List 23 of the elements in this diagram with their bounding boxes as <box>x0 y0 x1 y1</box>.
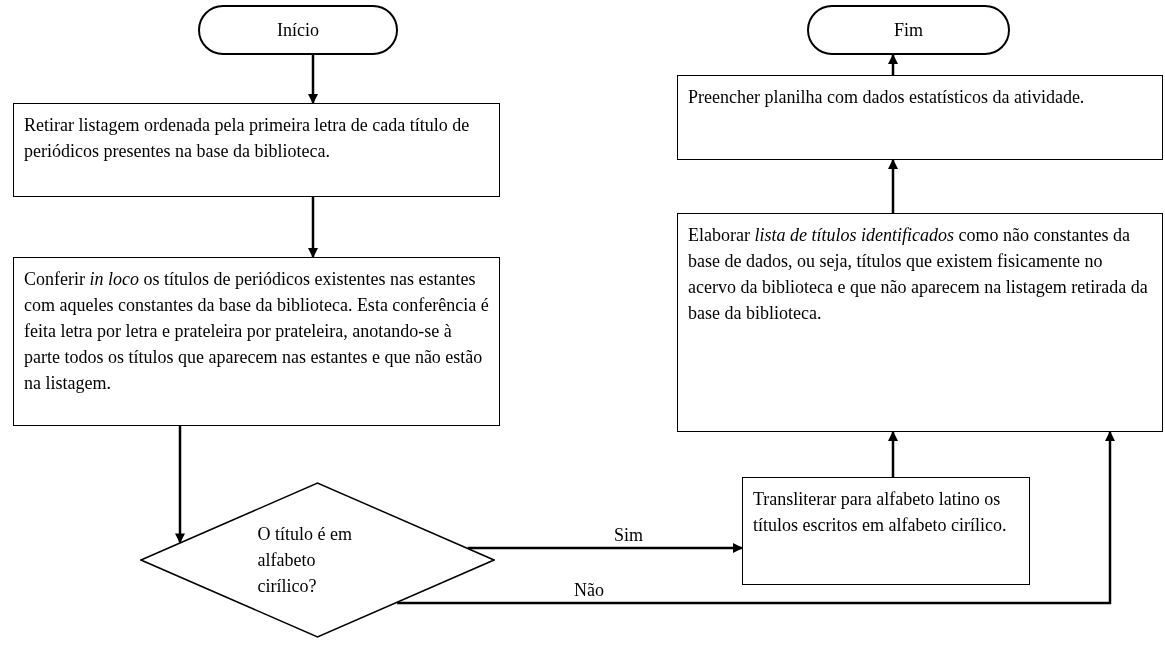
process-box <box>677 75 1163 160</box>
start-terminal <box>198 5 398 55</box>
end-terminal <box>807 5 1010 55</box>
arrow <box>888 431 898 477</box>
arrow <box>308 55 318 104</box>
step-text: Elaborar lista de títulos identificados como não constantes da base de dados, ou seja, títulos que existem fisicamente no acervo da biblioteca e que não aparecem na listagem retirada da base da biblioteca. <box>688 224 1149 325</box>
arrow <box>888 54 898 75</box>
step-text: Retirar listagem ordenada pela primeira letra de cada título de periódicos presentes na base da biblioteca. <box>24 114 471 163</box>
arrow <box>397 431 1115 605</box>
process-box <box>13 103 500 197</box>
step-text: Conferir in loco os títulos de periódicos existentes nas estantes com aqueles constantes da base da biblioteca. Esta conferência é feita letra por letra e prateleira por prateleira, anotando-se à parte todos os títulos que aparecem nas estantes e que não estão na listagem. <box>24 268 489 395</box>
process-box <box>13 257 500 426</box>
arrow <box>467 543 743 553</box>
step-text: Preencher planilha com dados estatísticos da atividade. <box>688 86 1085 109</box>
arrow <box>308 197 318 258</box>
arrow <box>175 426 185 544</box>
decision-text: O título é em alfabeto cirílico? <box>257 523 353 598</box>
step-text: Transliterar para alfabeto latino os títulos escritos em alfabeto cirílico. <box>753 488 1008 537</box>
process-box <box>742 477 1030 585</box>
terminal-label: Início <box>277 19 319 42</box>
process-box <box>677 213 1163 432</box>
arrow <box>888 159 898 213</box>
terminal-label: Fim <box>894 19 923 42</box>
